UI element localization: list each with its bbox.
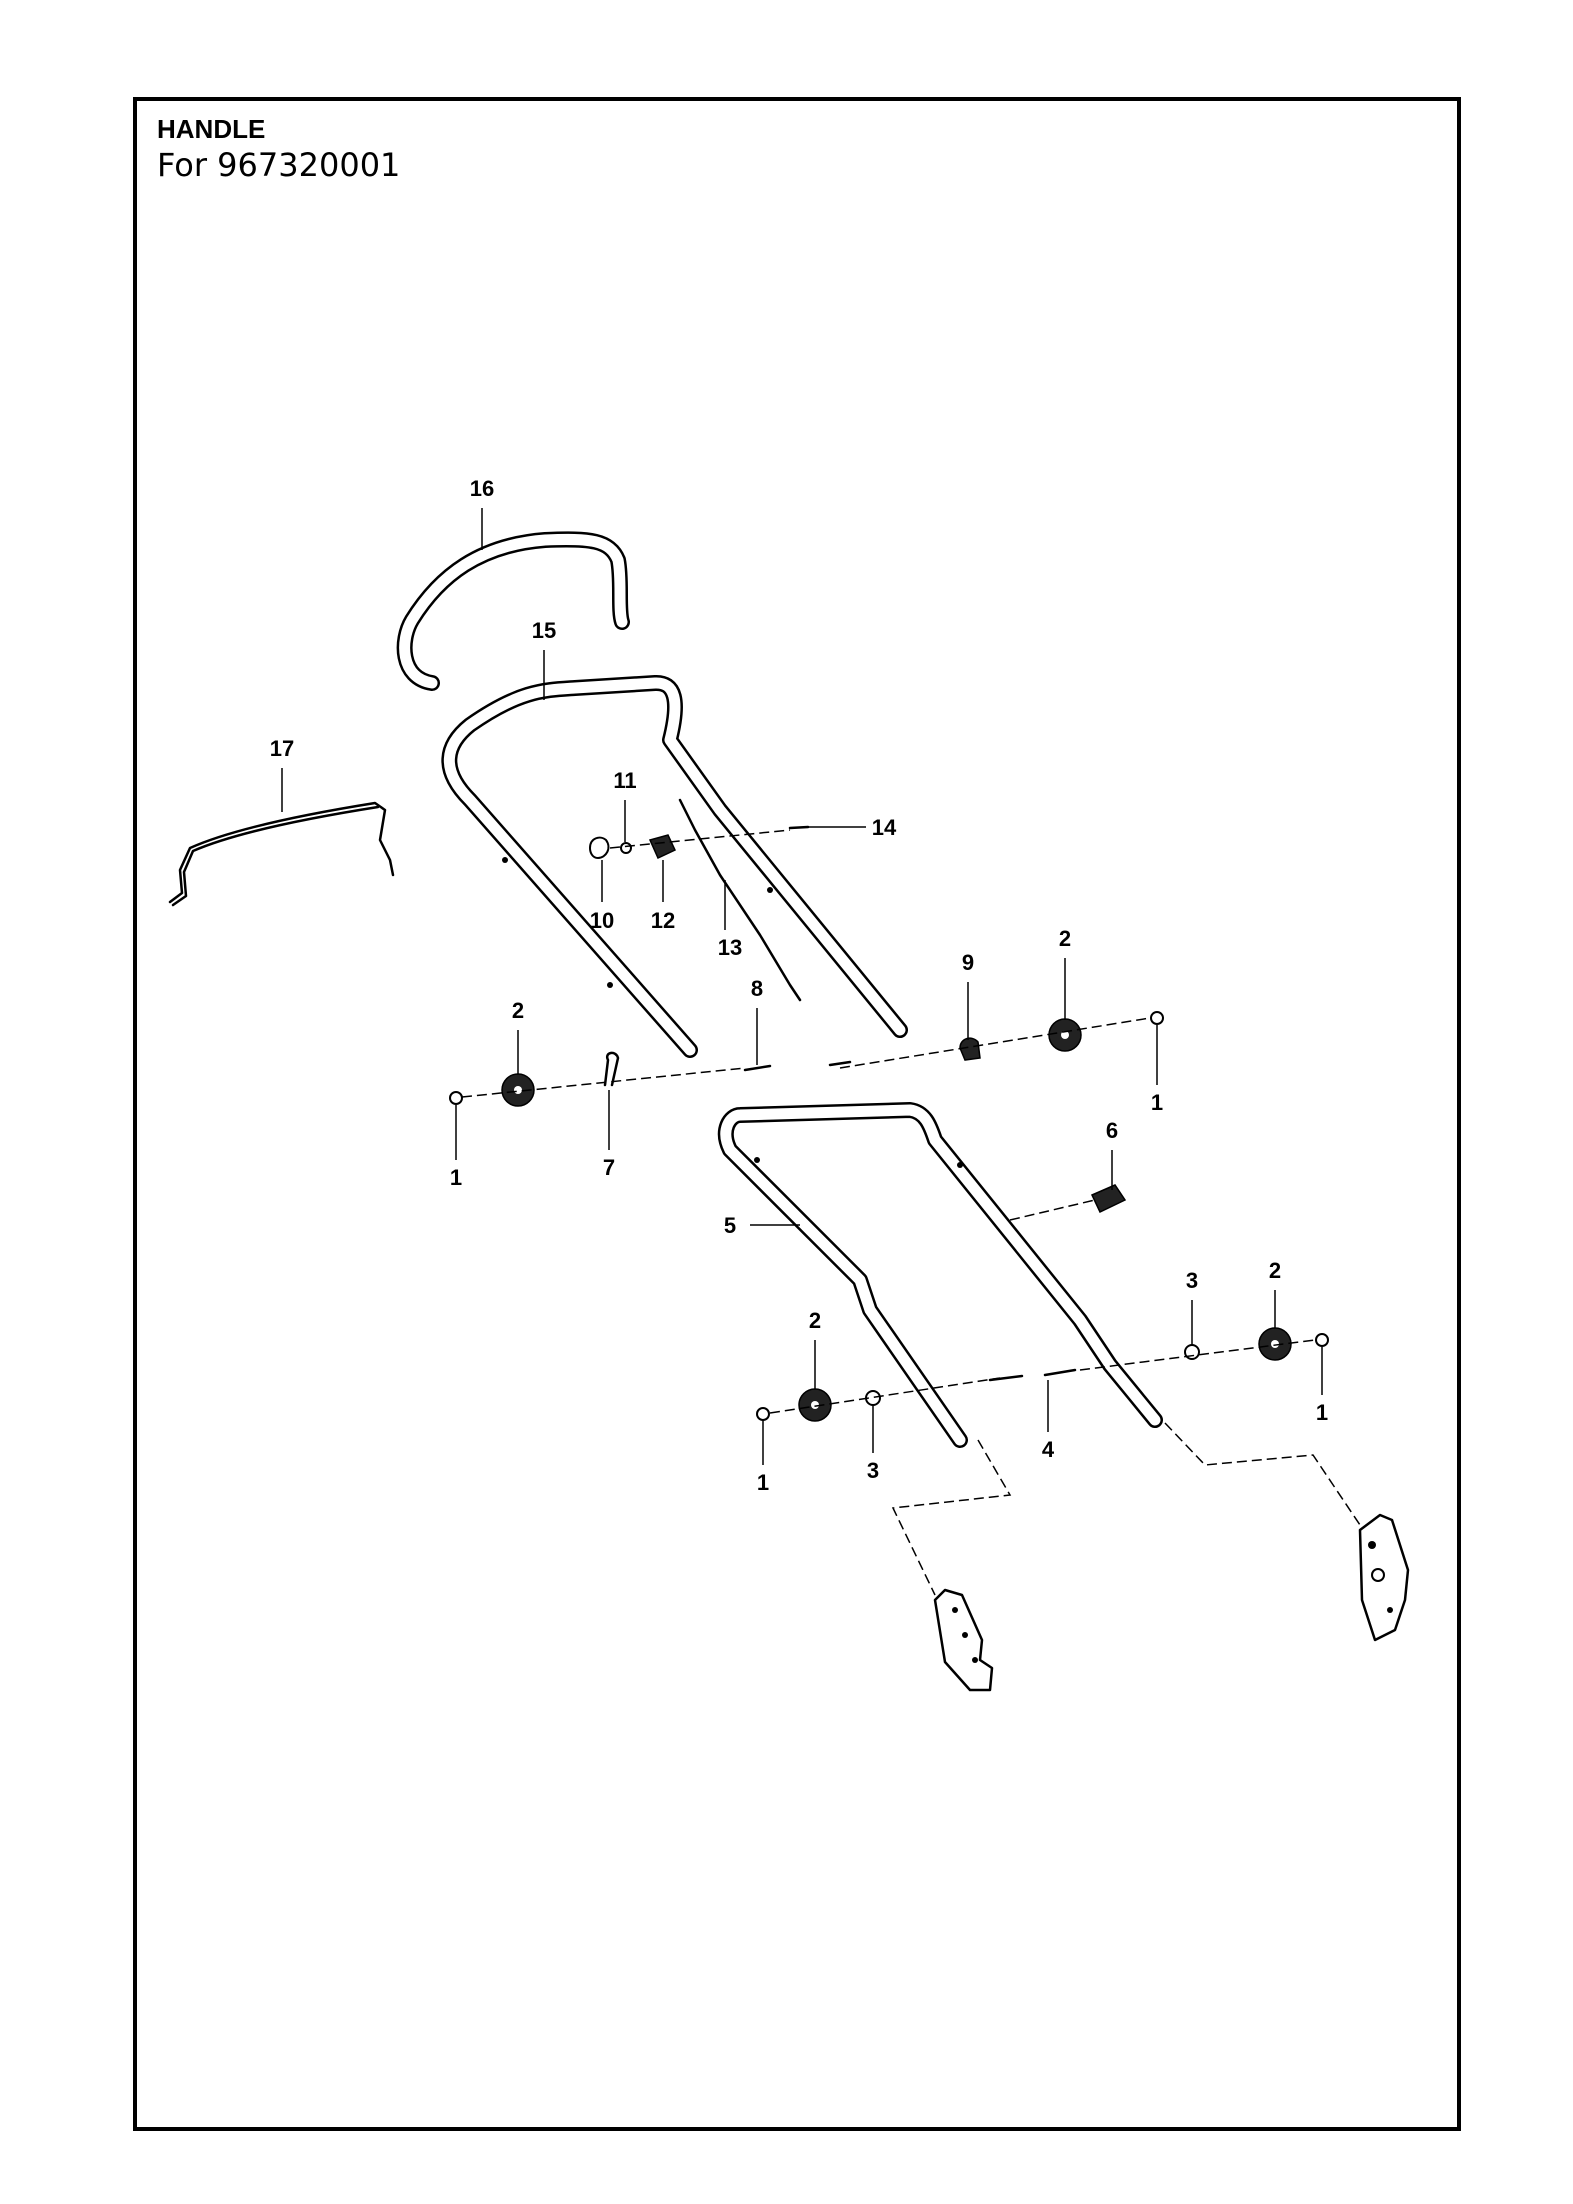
- callout-14: 14: [872, 815, 897, 840]
- part-1-nut-lower-left: [756, 1407, 770, 1421]
- part-1-nut-lower-right: [1315, 1333, 1329, 1347]
- part-4-bolt: [1043, 1368, 1077, 1377]
- callout-11: 11: [613, 768, 636, 793]
- callout-10: 10: [590, 908, 614, 933]
- part-5-lower-handle: [717, 1102, 1163, 1448]
- callout-9: 9: [962, 950, 974, 975]
- callout-12: 12: [651, 908, 675, 933]
- part-1-nut-upper-right: [1150, 1011, 1164, 1025]
- part-10-cap: [588, 836, 610, 860]
- callout-1-upper-left: 1: [450, 1165, 462, 1190]
- part-11-washer: [620, 842, 632, 854]
- callout-15: 15: [532, 618, 556, 643]
- part-13-cable: [678, 798, 802, 1002]
- callout-2-lower-right: 2: [1269, 1258, 1281, 1283]
- part-16-grip: [396, 531, 630, 691]
- part-12-clip: [648, 834, 676, 860]
- part-2-knob-lower-right: [1258, 1327, 1292, 1361]
- part-6-clip: [1090, 1184, 1127, 1214]
- bracket-left: [933, 1588, 994, 1692]
- part-2-knob-lower-left: [798, 1388, 832, 1422]
- part-1-nut-upper-left: [449, 1091, 463, 1105]
- callout-3-lower-left: 3: [867, 1458, 879, 1483]
- callout-17: 17: [270, 736, 294, 761]
- callout-3-lower-right: 3: [1186, 1268, 1198, 1293]
- part-9-spacer: [959, 1037, 981, 1061]
- callout-7: 7: [603, 1155, 615, 1180]
- callout-13: 13: [718, 935, 742, 960]
- part-14-screw: [788, 825, 810, 830]
- callout-5: 5: [724, 1213, 736, 1238]
- callout-1-lower-left: 1: [757, 1470, 769, 1495]
- callout-8: 8: [751, 976, 763, 1001]
- page-frame: [133, 97, 1461, 2131]
- part-17-cable: [168, 801, 395, 907]
- callout-16: 16: [470, 476, 494, 501]
- model-number: For 967320001: [157, 146, 401, 184]
- callout-2-upper-right: 2: [1059, 926, 1071, 951]
- callout-2-upper-left: 2: [512, 998, 524, 1023]
- callout-6: 6: [1106, 1118, 1118, 1143]
- part-2-knob-upper-right: [1048, 1018, 1082, 1052]
- part-8-bolt: [743, 1064, 772, 1072]
- bracket-right: [1358, 1513, 1410, 1642]
- part-7-pin: [603, 1051, 620, 1087]
- part-15-upper-handle: [441, 675, 908, 1058]
- page-title: HANDLE: [157, 114, 266, 144]
- callout-4: 4: [1042, 1437, 1055, 1462]
- callout-1-lower-right: 1: [1316, 1400, 1328, 1425]
- callout-1-upper-right: 1: [1151, 1090, 1163, 1115]
- callout-2-lower-left: 2: [809, 1308, 821, 1333]
